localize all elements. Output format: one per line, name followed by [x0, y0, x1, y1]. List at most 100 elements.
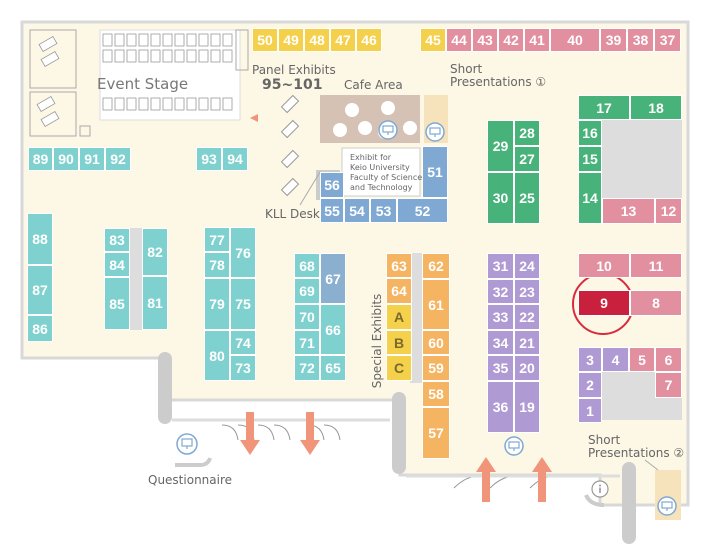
booth-24[interactable]: 24 — [514, 253, 540, 279]
booth-93[interactable]: 93 — [196, 147, 222, 171]
booth-22[interactable]: 22 — [514, 304, 540, 330]
booth-43[interactable]: 43 — [472, 28, 498, 52]
booth-64[interactable]: 64 — [386, 278, 412, 304]
booth-17[interactable]: 17 — [578, 95, 630, 120]
pillar — [158, 352, 172, 424]
booth-8[interactable]: 8 — [630, 290, 682, 316]
booth-13[interactable]: 13 — [602, 198, 655, 224]
booth-65[interactable]: 65 — [320, 355, 346, 381]
booth-49[interactable]: 49 — [278, 28, 304, 52]
booth-72[interactable]: 72 — [294, 355, 320, 381]
booth-94[interactable]: 94 — [222, 147, 248, 171]
booth-92[interactable]: 92 — [105, 147, 131, 171]
booth-28[interactable]: 28 — [514, 120, 540, 146]
booth-20[interactable]: 20 — [514, 355, 540, 381]
booth-44[interactable]: 44 — [446, 28, 472, 52]
booth-18[interactable]: 18 — [630, 95, 682, 120]
booth-27[interactable]: 27 — [514, 146, 540, 172]
booth-86[interactable]: 86 — [27, 315, 53, 342]
booth-19[interactable]: 19 — [514, 381, 540, 433]
booth-90[interactable]: 90 — [53, 147, 79, 171]
booth-30[interactable]: 30 — [487, 172, 514, 224]
booth-36[interactable]: 36 — [487, 381, 514, 433]
booth-82[interactable]: 82 — [142, 228, 168, 276]
booth-5[interactable]: 5 — [629, 347, 655, 372]
booth-52[interactable]: 52 — [397, 198, 448, 223]
booth-88[interactable]: 88 — [27, 213, 53, 265]
booth-57[interactable]: 57 — [422, 407, 450, 459]
booth-2[interactable]: 2 — [578, 372, 602, 398]
booth-23[interactable]: 23 — [514, 279, 540, 304]
booth-21[interactable]: 21 — [514, 330, 540, 355]
booth-33[interactable]: 33 — [487, 304, 514, 330]
booth-42[interactable]: 42 — [498, 28, 524, 52]
booth-80[interactable]: 80 — [204, 330, 230, 381]
pillar — [622, 462, 636, 544]
booth-B[interactable]: B — [386, 330, 412, 355]
booth-59[interactable]: 59 — [422, 355, 450, 381]
booth-83[interactable]: 83 — [104, 228, 130, 252]
booth-91[interactable]: 91 — [79, 147, 105, 171]
booth-53[interactable]: 53 — [370, 198, 397, 223]
booth-40[interactable]: 40 — [550, 28, 600, 52]
booth-31[interactable]: 31 — [487, 253, 514, 279]
booth-41[interactable]: 41 — [524, 28, 550, 52]
booth-47[interactable]: 47 — [330, 28, 356, 52]
booth-16[interactable]: 16 — [578, 120, 602, 146]
booth-56[interactable]: 56 — [320, 172, 344, 198]
booth-74[interactable]: 74 — [230, 330, 256, 355]
booth-84[interactable]: 84 — [104, 252, 130, 277]
booth-34[interactable]: 34 — [487, 330, 514, 355]
booth-75[interactable]: 75 — [230, 278, 256, 330]
booth-38[interactable]: 38 — [627, 28, 654, 52]
booth-51[interactable]: 51 — [422, 146, 448, 198]
booth-35[interactable]: 35 — [487, 355, 514, 381]
booth-A[interactable]: A — [386, 304, 412, 330]
booth-81[interactable]: 81 — [142, 276, 168, 330]
special-exhibits-label: Special Exhibits — [370, 293, 384, 389]
booth-39[interactable]: 39 — [600, 28, 627, 52]
booth-3[interactable]: 3 — [578, 347, 602, 372]
booth-85[interactable]: 85 — [104, 277, 130, 330]
booth-87[interactable]: 87 — [27, 265, 53, 315]
booth-79[interactable]: 79 — [204, 278, 230, 330]
booth-4[interactable]: 4 — [602, 347, 629, 372]
booth-70[interactable]: 70 — [294, 304, 320, 330]
booth-58[interactable]: 58 — [422, 381, 450, 407]
event-stage-label: Event Stage — [97, 75, 189, 93]
booth-12[interactable]: 12 — [655, 198, 682, 224]
booth-76[interactable]: 76 — [230, 227, 256, 278]
booth-45[interactable]: 45 — [420, 28, 446, 52]
booth-25[interactable]: 25 — [514, 172, 540, 224]
booth-37[interactable]: 37 — [654, 28, 681, 52]
booth-73[interactable]: 73 — [230, 355, 256, 381]
booth-71[interactable]: 71 — [294, 330, 320, 355]
booth-7[interactable]: 7 — [655, 372, 682, 398]
booth-32[interactable]: 32 — [487, 279, 514, 304]
booth-62[interactable]: 62 — [422, 253, 450, 279]
booth-69[interactable]: 69 — [294, 278, 320, 304]
booth-9[interactable]: 9 — [578, 290, 630, 316]
booth-14[interactable]: 14 — [578, 172, 602, 224]
booth-C[interactable]: C — [386, 355, 412, 381]
booth-68[interactable]: 68 — [294, 253, 320, 278]
booth-63[interactable]: 63 — [386, 253, 412, 278]
booth-66[interactable]: 66 — [320, 304, 346, 355]
booth-77[interactable]: 77 — [204, 227, 230, 252]
booth-10[interactable]: 10 — [578, 253, 630, 278]
booth-55[interactable]: 55 — [320, 198, 344, 223]
booth-78[interactable]: 78 — [204, 252, 230, 278]
booth-29[interactable]: 29 — [487, 120, 514, 172]
booth-50[interactable]: 50 — [252, 28, 278, 52]
booth-67[interactable]: 67 — [320, 253, 346, 304]
booth-11[interactable]: 11 — [630, 253, 682, 278]
booth-46[interactable]: 46 — [356, 28, 382, 52]
booth-48[interactable]: 48 — [304, 28, 330, 52]
booth-54[interactable]: 54 — [344, 198, 370, 223]
booth-6[interactable]: 6 — [655, 347, 682, 372]
booth-15[interactable]: 15 — [578, 146, 602, 172]
booth-61[interactable]: 61 — [422, 279, 450, 330]
booth-1[interactable]: 1 — [578, 398, 602, 423]
booth-89[interactable]: 89 — [28, 147, 53, 171]
booth-60[interactable]: 60 — [422, 330, 450, 355]
